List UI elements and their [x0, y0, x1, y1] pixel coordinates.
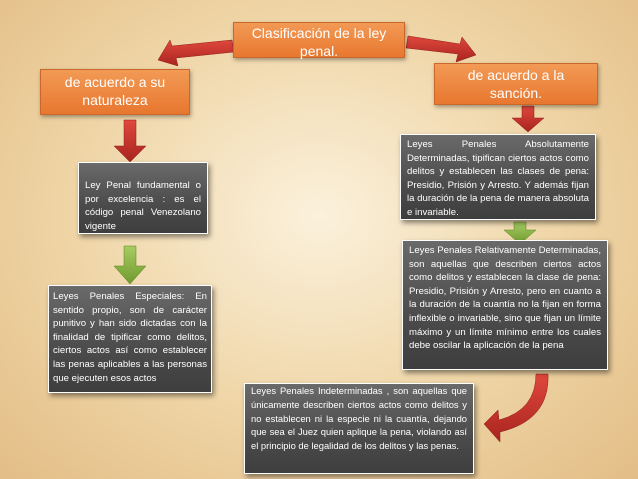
- right-heading-box: de acuerdo a la sanción.: [434, 63, 598, 105]
- left-heading-box: de acuerdo a su naturaleza: [40, 69, 190, 115]
- title-text: Clasificación de la ley penal.: [251, 25, 387, 59]
- indeterminadas-box: Leyes Penales Indeterminadas , son aquel…: [244, 383, 474, 474]
- relativamente-determinadas-text: Leyes Penales Relativamente Determinadas…: [409, 245, 601, 352]
- arrow-right-down-1: [511, 105, 545, 133]
- arrow-title-to-right: [405, 35, 477, 63]
- arrow-title-to-left: [157, 39, 235, 67]
- ley-penal-fundamental-text: Ley Penal fundamental o por excelencia :…: [85, 180, 201, 232]
- arrow-right-down-2: [503, 221, 537, 245]
- relativamente-determinadas-box: Leyes Penales Relativamente Determinadas…: [402, 240, 608, 370]
- absolutamente-determinadas-box: Leyes Penales Absolutamente Determinadas…: [400, 134, 596, 220]
- indeterminadas-text: Leyes Penales Indeterminadas , son aquel…: [251, 385, 467, 452]
- ley-penal-fundamental-box: Ley Penal fundamental o por excelencia :…: [78, 162, 208, 234]
- title-box: Clasificación de la ley penal.: [233, 22, 405, 59]
- leyes-especiales-box: Leyes Penales Especiales: En sentido pro…: [48, 285, 212, 393]
- right-heading-text: de acuerdo a la sanción.: [467, 67, 565, 101]
- left-heading-text: de acuerdo a su naturaleza: [64, 74, 166, 108]
- leyes-especiales-text: Leyes Penales Especiales: En sentido pro…: [53, 291, 207, 384]
- absolutamente-determinadas-text: Leyes Penales Absolutamente Determinadas…: [407, 139, 589, 218]
- arrow-left-down-2: [113, 245, 147, 285]
- arrow-right-to-bottom: [483, 373, 549, 443]
- arrow-left-down-1: [113, 119, 147, 163]
